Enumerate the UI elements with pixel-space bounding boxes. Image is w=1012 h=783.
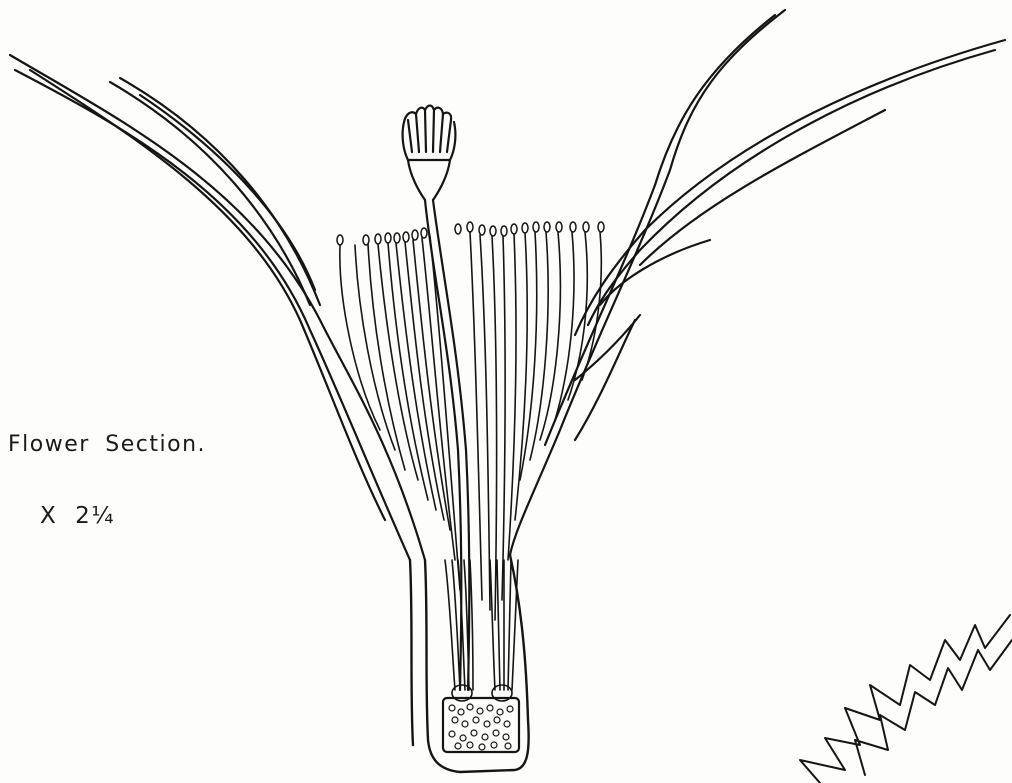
style-and-stigma	[403, 106, 470, 691]
right-bracts	[510, 10, 1005, 555]
figure-caption-title: Flower Section.	[8, 432, 206, 457]
ovary	[443, 698, 519, 752]
left-bracts	[10, 55, 425, 560]
figure-magnification: X 2¼	[40, 503, 115, 529]
leaf-fragment	[800, 615, 1012, 783]
